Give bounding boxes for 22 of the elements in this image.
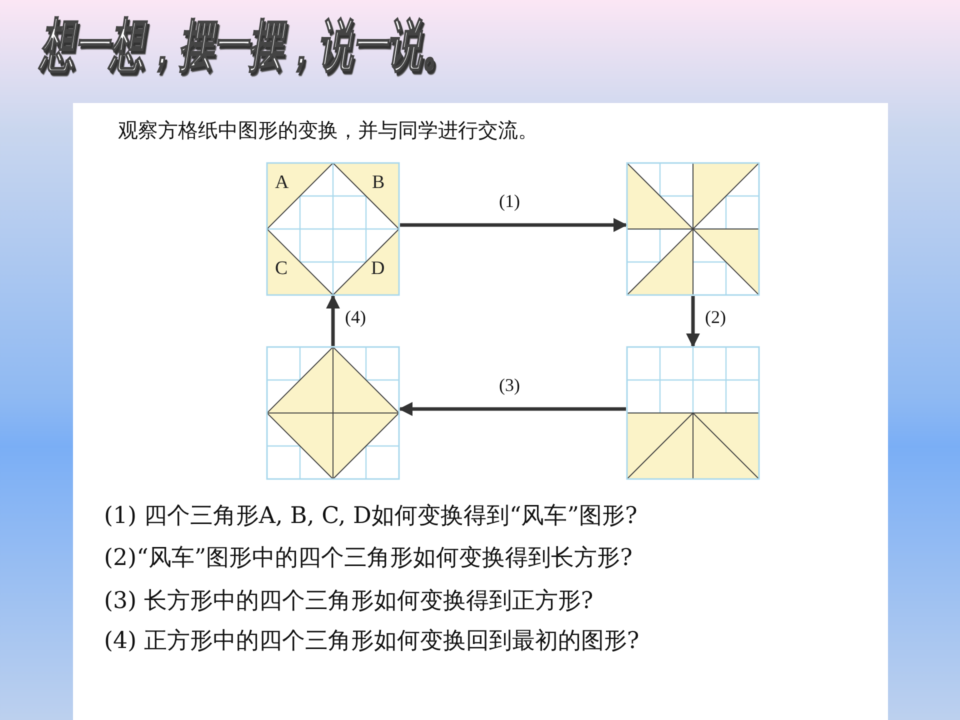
edge-label: (1) bbox=[499, 191, 520, 212]
edge-label: (4) bbox=[345, 307, 366, 328]
triangle-label: D bbox=[371, 259, 385, 278]
question-text: (3) 长方形中的四个三角形如何变换得到正方形? bbox=[104, 588, 594, 616]
question-text: (2)“风车”图形中的四个三角形如何变换得到长方形? bbox=[104, 545, 632, 573]
grid-figure bbox=[267, 347, 399, 479]
title: 想一想，摆一摆，说一说。 bbox=[40, 18, 457, 74]
grid-figure bbox=[627, 163, 759, 295]
arrow bbox=[400, 218, 628, 232]
triangle-label: A bbox=[275, 173, 289, 192]
arrow bbox=[398, 402, 626, 416]
grid-figure bbox=[267, 163, 399, 295]
question-text: (1) 四个三角形A, B, C, D如何变换得到“风车”图形? bbox=[104, 503, 638, 531]
triangle-label: C bbox=[275, 259, 288, 278]
question-text: (4) 正方形中的四个三角形如何变换回到最初的图形? bbox=[104, 628, 640, 656]
arrow bbox=[686, 296, 700, 348]
instruction-text: 观察方格纸中图形的变换，并与同学进行交流。 bbox=[118, 118, 538, 142]
grid-figure bbox=[627, 347, 759, 479]
edge-label: (2) bbox=[705, 307, 726, 328]
edge-label: (3) bbox=[499, 375, 520, 396]
triangle-label: B bbox=[372, 173, 385, 192]
arrow bbox=[326, 294, 340, 346]
